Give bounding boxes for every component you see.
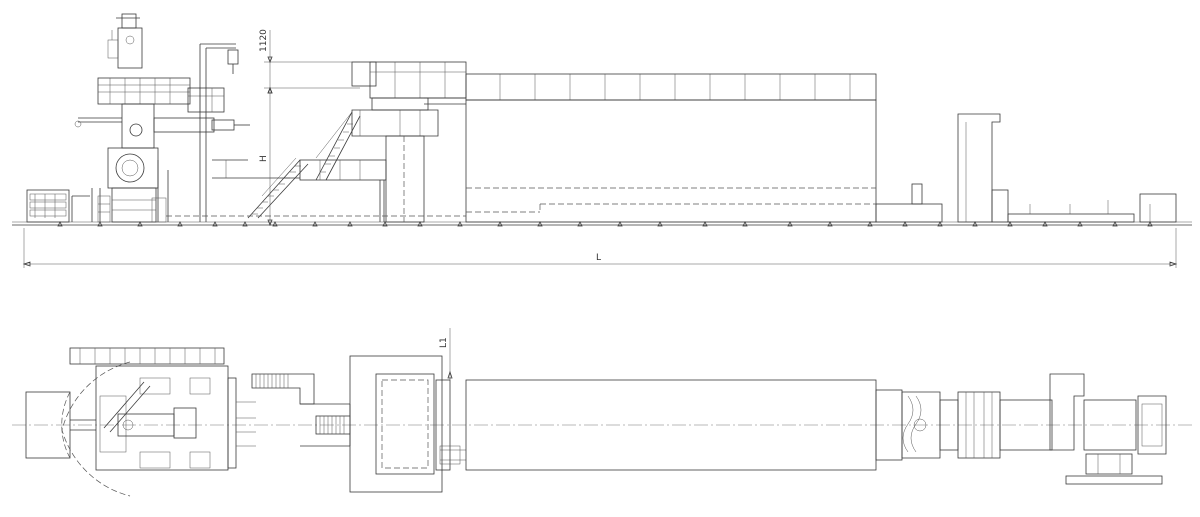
- plan-head: [349, 355, 466, 493]
- plan-stairs: [251, 373, 351, 447]
- head-structure: [351, 61, 467, 223]
- coil-rack: [26, 189, 90, 223]
- winding-tower: [74, 13, 250, 223]
- dimension-l1-label: L1: [439, 337, 449, 348]
- crane-gantry: [199, 43, 239, 222]
- plan-machine: [70, 365, 256, 471]
- dimension-l1: L1: [439, 328, 453, 380]
- plan-view: L1: [12, 328, 1192, 497]
- dimension-1120-label: 1120: [259, 29, 269, 52]
- support-feet: [57, 221, 1153, 227]
- dimension-l-label: L: [596, 253, 601, 263]
- plan-entry: [25, 361, 131, 497]
- staircase: [212, 111, 387, 219]
- exit-equipment: [875, 113, 1177, 223]
- elevation-view: 1120 H: [12, 13, 1192, 268]
- plan-rails: [69, 347, 225, 365]
- dimension-h-label: H: [259, 155, 269, 162]
- dimension-height: 1120 H: [259, 29, 360, 227]
- dimension-overall-length: L: [22, 228, 1178, 268]
- plan-exit: [875, 373, 1167, 485]
- main-oven-body: [166, 73, 877, 223]
